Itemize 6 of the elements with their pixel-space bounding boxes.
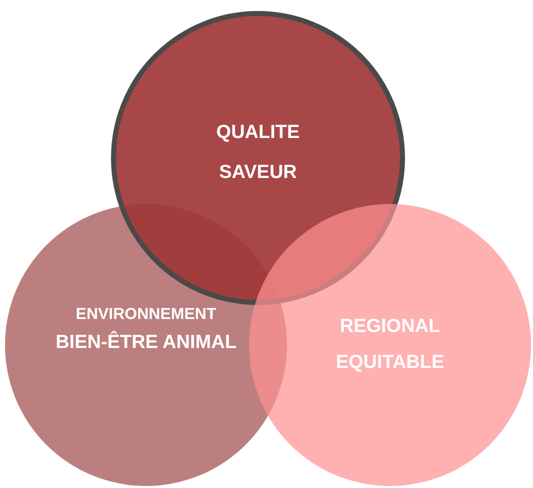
circle-label: BIEN-ÊTRE ANIMAL <box>56 332 236 354</box>
circle-label: SAVEUR <box>219 162 297 184</box>
circle-label: ENVIRONNEMENT <box>76 306 216 324</box>
circle-label: EQUITABLE <box>336 352 444 374</box>
circle-label: QUALITE <box>216 122 300 144</box>
circle-label: REGIONAL <box>340 316 440 338</box>
